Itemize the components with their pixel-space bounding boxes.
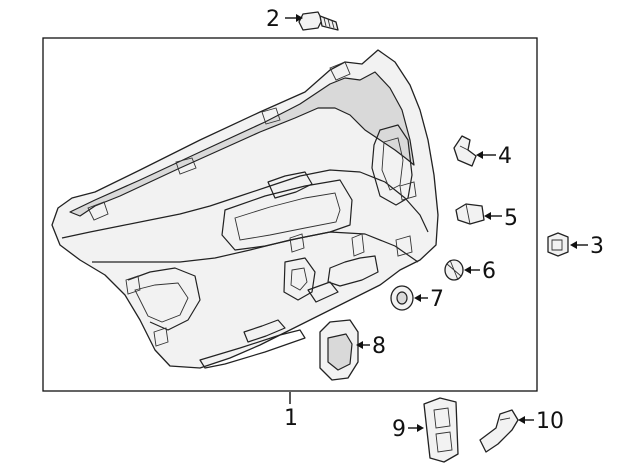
clip-part-3[interactable] — [547, 232, 569, 257]
callout-6: 6 — [482, 259, 496, 284]
assembly-frame — [42, 37, 538, 392]
bumper-part-5[interactable] — [455, 203, 485, 225]
bracket-part-4[interactable] — [453, 135, 477, 167]
callout-3: 3 — [590, 234, 604, 259]
trunk-lid-trim-panel[interactable] — [51, 49, 439, 369]
callout-5: 5 — [504, 206, 518, 231]
bolt-part-2[interactable] — [298, 11, 339, 31]
callout-8: 8 — [372, 334, 386, 359]
callout-7: 7 — [430, 287, 444, 312]
callout-1: 1 — [284, 406, 298, 431]
switch-housing-part-9[interactable] — [423, 397, 459, 463]
push-pin-part-6[interactable] — [444, 259, 464, 281]
callout-9: 9 — [392, 417, 406, 442]
harness-clip-part-10[interactable] — [479, 409, 519, 453]
callout-4: 4 — [498, 144, 512, 169]
callout-10: 10 — [536, 409, 564, 434]
grommet-part-7[interactable] — [390, 285, 414, 311]
handle-part-8[interactable] — [319, 319, 359, 381]
callout-2: 2 — [266, 7, 280, 32]
callout-leaders — [285, 14, 588, 432]
